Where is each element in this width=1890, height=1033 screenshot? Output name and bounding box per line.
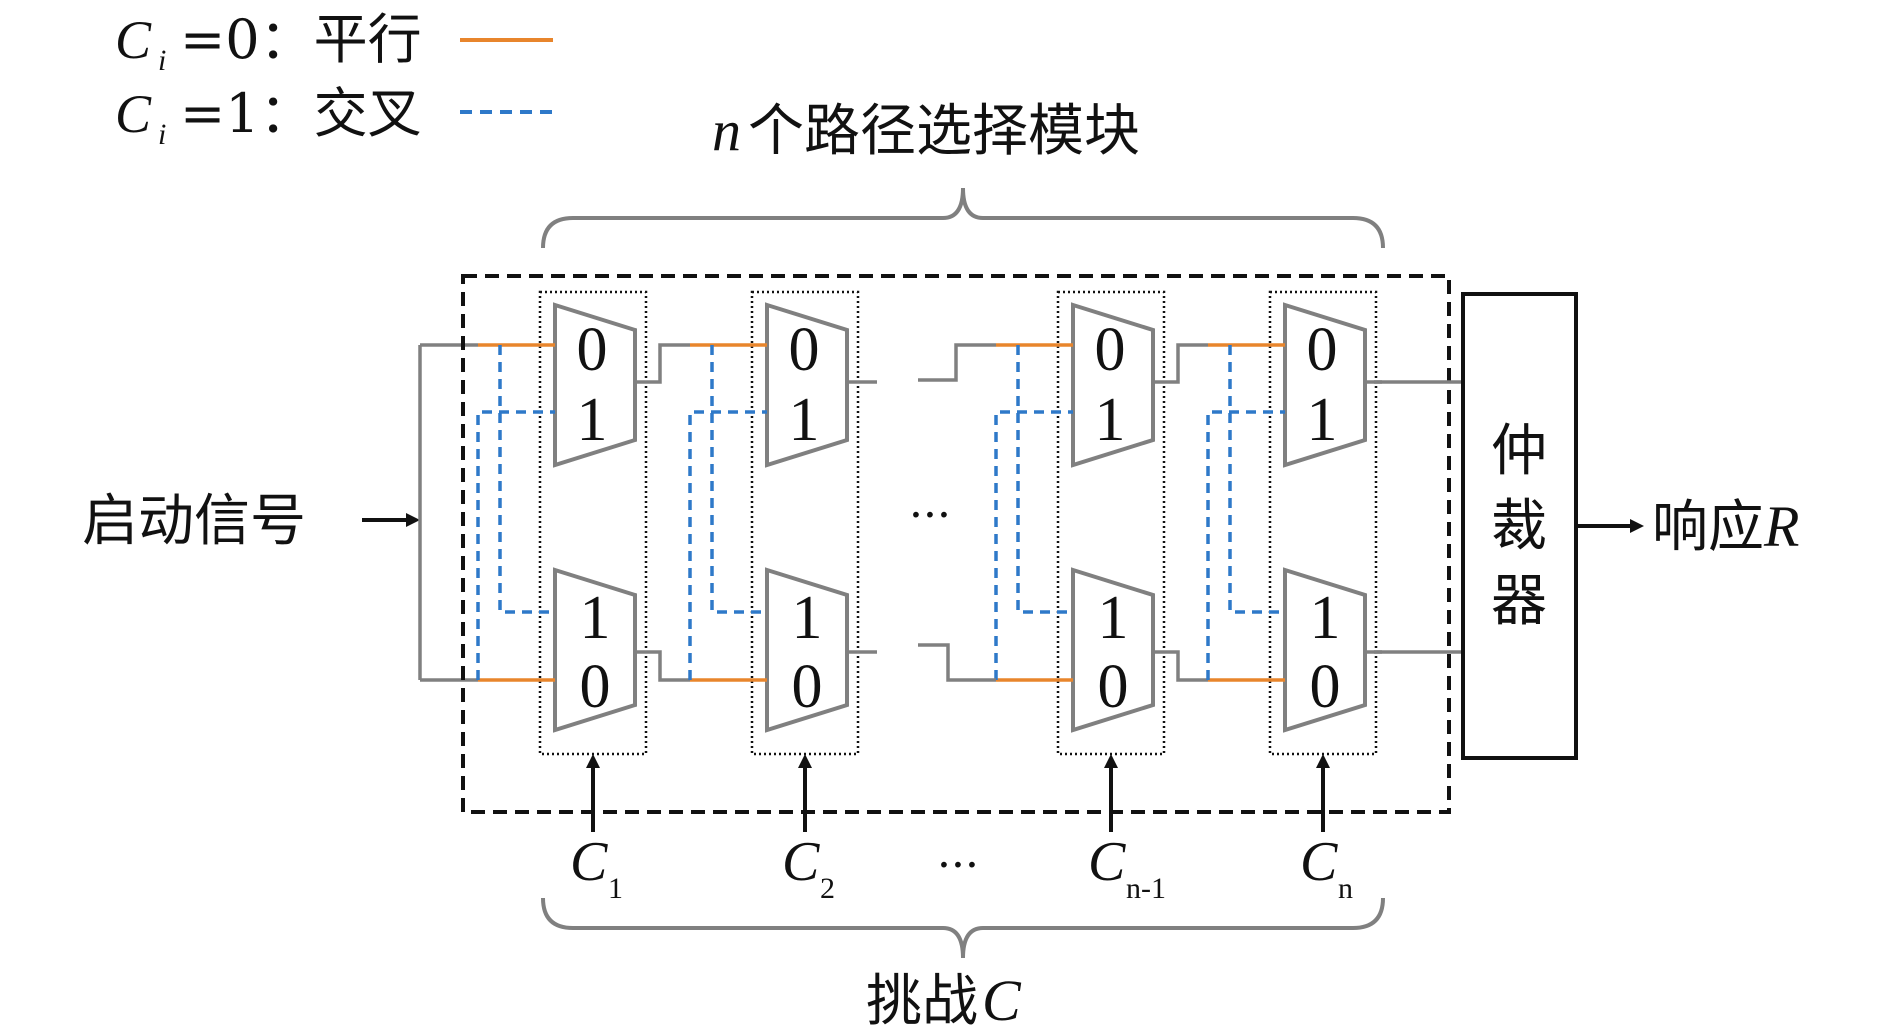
mux-port-label: 1 xyxy=(789,386,820,454)
output-var: R xyxy=(1763,494,1799,559)
top-brace-text: 个路径选择模块 xyxy=(748,99,1140,164)
cross-wire xyxy=(1228,345,1285,614)
gap-wire-in xyxy=(918,643,996,682)
challenge-arrow-head xyxy=(1104,754,1118,768)
legend-symbol: C xyxy=(115,84,152,144)
mux-output-wire xyxy=(635,650,690,682)
legend-symbol: C xyxy=(115,10,152,70)
challenge-arrow-head xyxy=(586,754,600,768)
mux-port-label: 0 xyxy=(789,316,820,384)
mux-port-label: 0 xyxy=(577,316,608,384)
mux-port-label: 1 xyxy=(792,584,823,652)
mux-output-wire xyxy=(1153,650,1208,682)
cross-wire xyxy=(710,345,767,614)
mux-bottom xyxy=(1071,567,1155,733)
mux-port-label: 0 xyxy=(580,653,611,721)
cross-wire xyxy=(476,410,555,680)
legend-item-cross: C i =1：交叉 xyxy=(115,82,553,151)
legend-text: =1：交叉 xyxy=(180,82,422,145)
challenge-label: C xyxy=(1088,831,1126,893)
cross-wire xyxy=(1016,345,1073,614)
cross-wire xyxy=(1206,410,1285,680)
arbiter-label-char: 仲 xyxy=(1491,419,1547,484)
challenge-arrow-head xyxy=(798,754,812,768)
mux-port-label: 1 xyxy=(1307,386,1338,454)
mux-port-label: 0 xyxy=(1095,316,1126,384)
bottom-brace-text: 挑战 xyxy=(866,969,978,1033)
mux-port-label: 1 xyxy=(1310,584,1341,652)
top-brace xyxy=(541,187,1385,249)
bottom-brace xyxy=(541,897,1385,959)
mux-bottom xyxy=(765,567,849,733)
mux-output-wire xyxy=(1153,343,1208,384)
input-label: 启动信号 xyxy=(82,489,306,554)
challenge-subscript: n-1 xyxy=(1126,872,1166,905)
challenge-label: C xyxy=(1300,831,1338,893)
legend-subscript: i xyxy=(158,118,166,151)
legend: C i =0：平行 C i =1：交叉 xyxy=(115,8,553,151)
mux-bottom xyxy=(1283,567,1367,733)
output-label: 响应 xyxy=(1652,495,1764,560)
challenge-subscript: 1 xyxy=(608,872,623,905)
gap-wire-in xyxy=(918,343,996,382)
input-group: 启动信号 xyxy=(82,343,478,682)
legend-text: =0：平行 xyxy=(180,8,422,71)
module-ellipsis: ··· xyxy=(909,490,951,541)
bottom-brace-group: 挑战 C xyxy=(541,897,1385,1033)
challenge-ellipsis: ··· xyxy=(937,840,979,891)
legend-item-parallel: C i =0：平行 xyxy=(115,8,553,77)
mux-port-label: 0 xyxy=(1098,653,1129,721)
challenge-subscript: n xyxy=(1338,872,1353,905)
mux-port-label: 1 xyxy=(1098,584,1129,652)
bottom-brace-var: C xyxy=(982,968,1022,1033)
arbiter-label-char: 器 xyxy=(1491,569,1547,634)
mux-bottom xyxy=(553,567,637,733)
top-brace-group: n 个路径选择模块 xyxy=(541,98,1385,249)
path-modules-frame xyxy=(461,274,1451,814)
mux-port-label: 1 xyxy=(577,386,608,454)
cross-wire xyxy=(688,410,767,680)
mux-port-label: 1 xyxy=(580,584,611,652)
challenge-arrow-head xyxy=(1316,754,1330,768)
challenge-label: C xyxy=(570,831,608,893)
challenge-subscript: 2 xyxy=(820,872,835,905)
mux-port-label: 0 xyxy=(1307,316,1338,384)
output-group: 响应 R xyxy=(1576,494,1799,560)
input-arrow-head xyxy=(406,513,420,527)
mux-output-wire xyxy=(635,343,690,384)
arbiter-box xyxy=(1461,292,1578,760)
output-arrow-head xyxy=(1630,519,1644,533)
cross-wire xyxy=(498,345,555,614)
arbiter-label-char: 裁 xyxy=(1491,494,1547,559)
legend-subscript: i xyxy=(158,44,166,77)
mux-port-label: 0 xyxy=(792,653,823,721)
challenge-label: C xyxy=(782,831,820,893)
arbiter-group: 仲 裁 器 xyxy=(1374,292,1578,760)
mux-port-label: 0 xyxy=(1310,653,1341,721)
cross-wire xyxy=(994,410,1073,680)
top-brace-var: n xyxy=(712,98,741,163)
mux-port-label: 1 xyxy=(1095,386,1126,454)
